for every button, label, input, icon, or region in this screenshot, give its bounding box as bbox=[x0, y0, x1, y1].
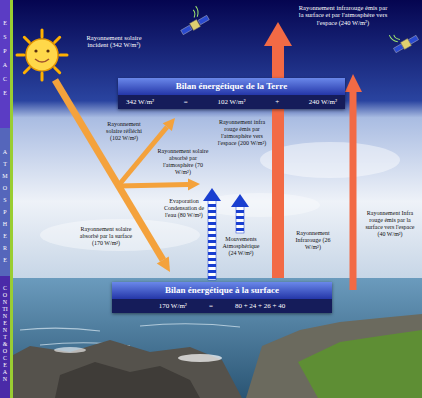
signal-arcs bbox=[190, 6, 201, 18]
equation-term: = bbox=[209, 302, 213, 310]
equation-term: 80 + 24 + 26 + 40 bbox=[235, 302, 285, 310]
foam bbox=[178, 354, 222, 362]
arrow-head bbox=[203, 188, 221, 201]
equation-row: 170 W/m² = 80 + 24 + 26 + 40 bbox=[112, 299, 332, 313]
equation-row: 342 W/m² = 102 W/m² +240 W/m² bbox=[118, 95, 345, 109]
sky-background bbox=[0, 0, 422, 280]
sun-eye bbox=[34, 49, 37, 52]
band-name: CONTINENT&OCEAN bbox=[2, 285, 8, 383]
rocks bbox=[0, 340, 242, 398]
flux-label: Mouvements Atmosphérique (24 W/m²) bbox=[218, 236, 264, 257]
solar-panel bbox=[198, 15, 209, 24]
equation-term: = bbox=[184, 98, 188, 106]
rocks bbox=[55, 362, 200, 398]
equation-term: 342 W/m² bbox=[126, 98, 154, 106]
flux-label: Rayonnement solaire réfléchi (102 W/m²) bbox=[100, 121, 148, 142]
sun-rays bbox=[17, 30, 67, 80]
equation-term: 102 W/m² bbox=[217, 98, 245, 106]
flux-label: Evaporation Condensation de l'eau (80 W/… bbox=[163, 198, 205, 219]
convection-arrow bbox=[236, 206, 244, 233]
flux-label: Rayonnement solaire incident (342 W/m²) bbox=[78, 34, 150, 49]
satellite bbox=[387, 24, 420, 54]
flux-label: Rayonnement Infrarouge (26 W/m²) bbox=[288, 230, 338, 251]
box-heading: Bilan énergétique de la Terre bbox=[118, 78, 345, 95]
band-strip bbox=[0, 128, 10, 276]
balance-box: Bilan énergétique de la Terre 342 W/m² = 10… bbox=[118, 78, 345, 109]
sun-smile bbox=[35, 59, 49, 62]
flux-label: Rayonnement Infra rouge émis par la surf… bbox=[362, 210, 418, 238]
band-name: ATMOSPHERE bbox=[2, 146, 8, 266]
flux-label: Rayonnement solaire absorbé par l'atmosp… bbox=[155, 148, 211, 176]
flux-label: Rayonnement solaire absorbé par la surfa… bbox=[78, 226, 134, 247]
arrow-head bbox=[163, 118, 175, 131]
evaporation-arrow bbox=[208, 200, 216, 280]
green-line bbox=[10, 0, 13, 398]
arrow-head bbox=[345, 74, 362, 92]
arrow-head bbox=[264, 22, 292, 46]
absorbed-arrow bbox=[118, 185, 188, 187]
band-name: ESPACE bbox=[2, 16, 8, 100]
equation-term: 170 W/m² bbox=[159, 302, 187, 310]
infrared-arrow bbox=[350, 90, 357, 290]
grass bbox=[298, 330, 422, 398]
sun bbox=[26, 39, 58, 71]
equation-term: + bbox=[275, 98, 279, 106]
signal-arcs bbox=[389, 32, 400, 44]
band-strip bbox=[0, 276, 10, 398]
cliff bbox=[246, 314, 422, 398]
sun-eye bbox=[46, 49, 49, 52]
cloud bbox=[40, 219, 200, 251]
solar-panel bbox=[181, 25, 192, 34]
satellite-body bbox=[401, 39, 412, 50]
balance-box: Bilan énergétique à la surface 170 W/m² = 8… bbox=[112, 282, 332, 313]
foam bbox=[54, 347, 86, 353]
sea bbox=[0, 278, 422, 398]
flux-label: Rayonnement infrarouge émis par la surfa… bbox=[296, 4, 390, 26]
satellite-body bbox=[190, 20, 201, 31]
equation-term: 240 W/m² bbox=[309, 98, 337, 106]
arrow-head bbox=[231, 194, 249, 207]
box-heading: Bilan énergétique à la surface bbox=[112, 282, 332, 299]
satellite bbox=[174, 4, 210, 36]
cloud bbox=[200, 193, 320, 217]
arrow-head bbox=[188, 179, 200, 191]
wave-lines bbox=[20, 324, 240, 346]
band-strip bbox=[0, 0, 10, 128]
flux-label: Rayonnement infra rouge émis par l'atmos… bbox=[216, 119, 268, 147]
arrow-head bbox=[157, 256, 170, 272]
